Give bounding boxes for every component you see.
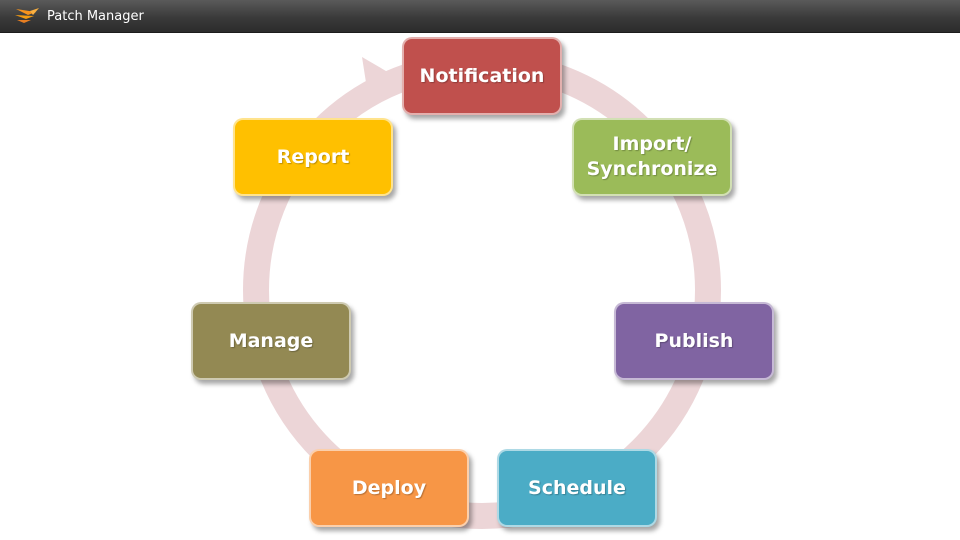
node-report: Report [233, 118, 393, 196]
node-notification: Notification [402, 37, 562, 115]
cycle-arrow-head [362, 57, 398, 108]
node-schedule: Schedule [497, 449, 657, 527]
app-title: Patch Manager [47, 9, 144, 24]
node-publish: Publish [614, 302, 774, 380]
solarwinds-flare-icon [15, 8, 39, 23]
node-import-synchronize: Import/ Synchronize [572, 118, 732, 196]
title-bar: Patch Manager [0, 0, 960, 33]
node-deploy: Deploy [309, 449, 469, 527]
node-manage: Manage [191, 302, 351, 380]
